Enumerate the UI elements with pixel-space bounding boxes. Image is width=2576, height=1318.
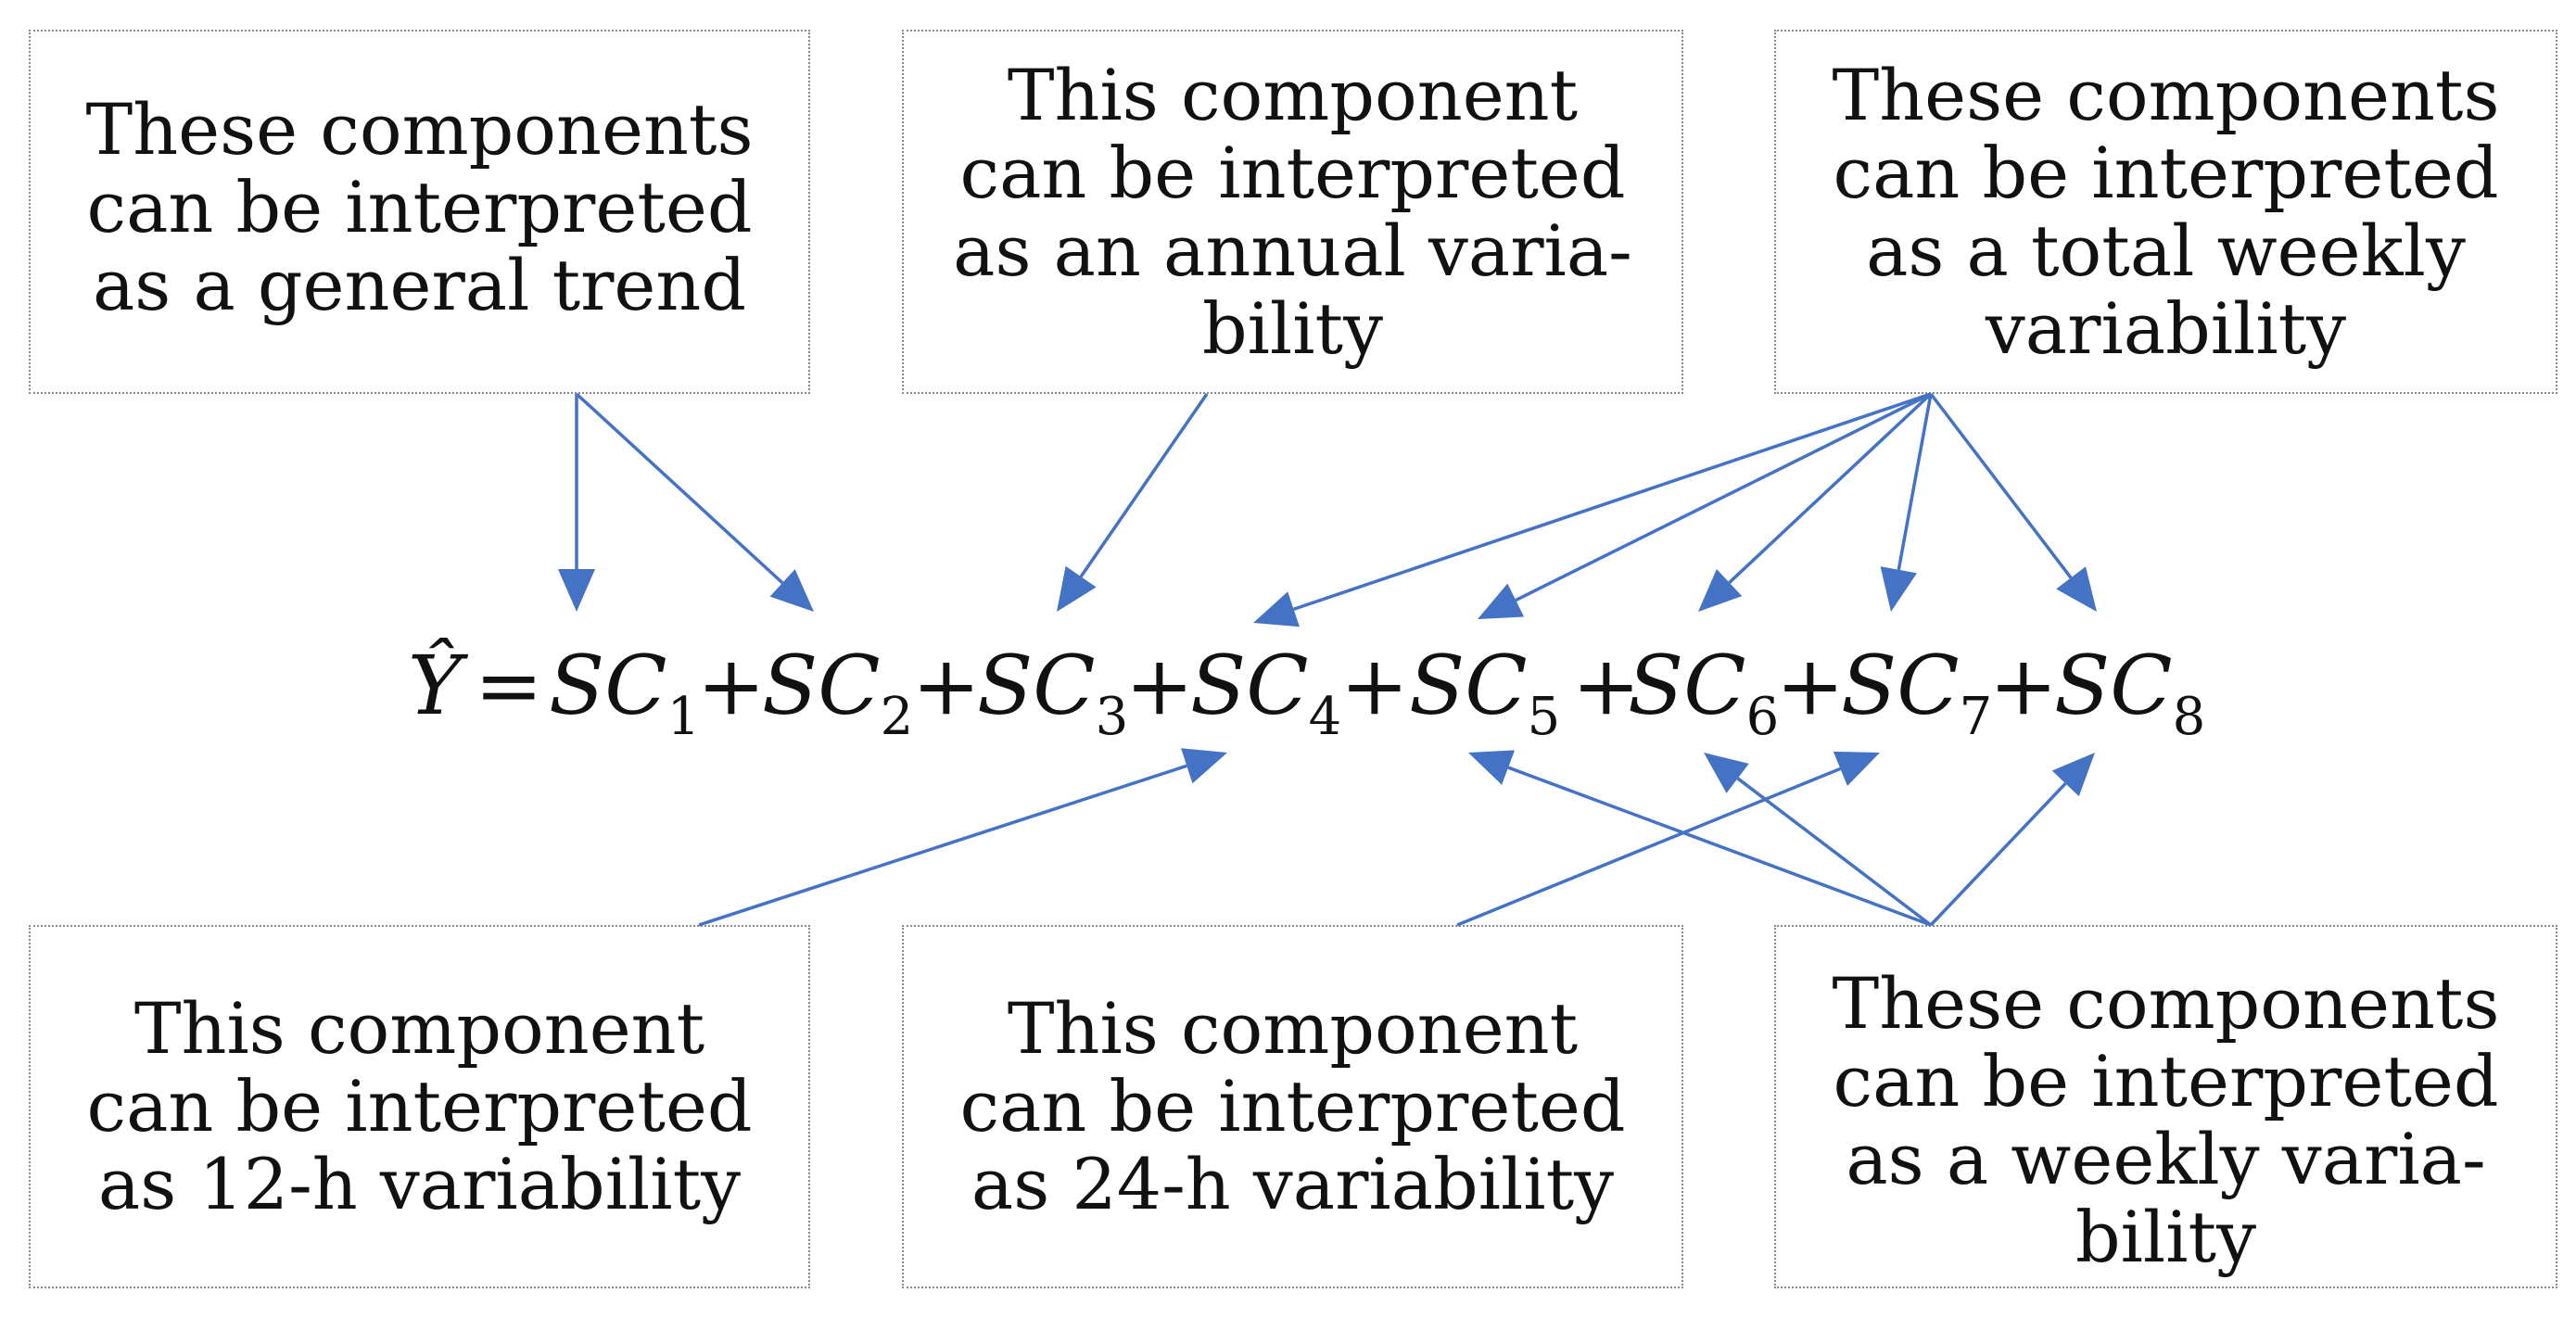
box-24h-variability: This component can be interpreted as 24-… (902, 925, 1683, 1288)
arrow-weekly-total-to-sc4-head (1253, 591, 1300, 627)
arrow-weekly-to-sc5 (1468, 750, 1932, 927)
box-annual-variability: This component can be interpreted as an … (902, 30, 1683, 394)
box-total-weekly-variability: These components can be interpreted as a… (1774, 30, 2557, 394)
arrow-weekly-to-sc8 (1929, 753, 2095, 927)
arrow-12h-to-sc4-line (698, 764, 1187, 927)
arrow-weekly-total-to-sc5-line (1515, 392, 1932, 602)
arrow-annual-to-sc3-head (1057, 565, 1097, 612)
box-12h-variability: This component can be interpreted as 12-… (29, 925, 810, 1288)
box-general-trend-text: These components can be interpreted as a… (85, 87, 754, 326)
arrow-weekly-total-to-sc8 (1929, 392, 2097, 612)
arrow-weekly-to-sc5-head (1468, 750, 1516, 785)
arrow-12h-to-sc4-head (1181, 748, 1227, 784)
term-5: SC5 (1409, 638, 1560, 747)
arrow-weekly-total-to-sc6-head (1698, 568, 1743, 612)
arrow-weekly-total-to-sc6-line (1728, 392, 1933, 584)
plus-6: + (1776, 638, 1845, 733)
arrow-weekly-to-sc5-line (1507, 766, 1932, 927)
arrow-weekly-total-to-sc5-head (1478, 583, 1525, 619)
box-weekly-variability: These components can be interpreted as a… (1774, 925, 2557, 1288)
arrow-weekly-total-to-sc8-head (2056, 566, 2097, 612)
arrow-trend-to-sc2-line (575, 392, 784, 585)
term-2: SC2 (762, 638, 913, 747)
equation-lhs: Ŷ (408, 638, 469, 733)
term-7: SC7 (1841, 638, 1992, 747)
arrow-annual-to-sc3 (1057, 393, 1209, 612)
term-4: SC4 (1190, 638, 1341, 747)
term-3: SC3 (977, 638, 1128, 747)
term-1: SC1 (549, 638, 700, 747)
arrow-weekly-total-to-sc7-head (1880, 566, 1917, 612)
plus-3: + (1125, 638, 1194, 733)
box-24h-variability-text: This component can be interpreted as 24-… (959, 987, 1626, 1225)
arrow-24h-to-sc7-head (1833, 751, 1880, 786)
term-8: SC8 (2054, 638, 2205, 747)
arrow-weekly-total-to-sc4-line (1293, 392, 1932, 611)
arrow-weekly-total-to-sc6 (1698, 392, 1933, 612)
arrow-weekly-total-to-sc5 (1478, 392, 1932, 619)
plus-5: + (1572, 638, 1641, 733)
box-general-trend: These components can be interpreted as a… (29, 30, 810, 394)
arrow-weekly-total-to-sc8-line (1929, 392, 2073, 579)
term-6: SC6 (1628, 638, 1779, 747)
arrow-weekly-total-to-sc7-line (1897, 393, 1933, 571)
arrow-weekly-total-to-sc4 (1253, 392, 1932, 627)
plus-2: + (912, 638, 981, 733)
arrow-annual-to-sc3-line (1079, 393, 1209, 578)
arrow-trend-to-sc1 (558, 394, 595, 612)
arrow-weekly-to-sc8-head (2051, 753, 2095, 797)
arrow-weekly-to-sc6-line (1736, 777, 1933, 927)
arrow-24h-to-sc7-line (1456, 767, 1842, 927)
box-weekly-variability-text: These components can be interpreted as a… (1832, 962, 2500, 1278)
arrow-trend-to-sc2-head (769, 569, 814, 612)
box-total-weekly-variability-text: These components can be interpreted as a… (1832, 53, 2500, 370)
arrow-weekly-total-to-sc7 (1880, 393, 1933, 612)
box-12h-variability-text: This component can be interpreted as 12-… (86, 987, 753, 1225)
box-annual-variability-text: This component can be interpreted as an … (953, 53, 1632, 370)
arrow-weekly-to-sc8-line (1929, 782, 2067, 927)
arrow-24h-to-sc7 (1456, 751, 1880, 927)
arrow-weekly-to-sc6-head (1704, 753, 1749, 793)
arrow-12h-to-sc4 (698, 748, 1227, 927)
plus-7: + (1989, 638, 2058, 733)
arrow-trend-to-sc2 (575, 392, 814, 612)
arrow-trend-to-sc1-head (558, 569, 595, 612)
arrow-weekly-to-sc6 (1704, 753, 1933, 927)
plus-4: + (1340, 638, 1409, 733)
equation-equals: = (475, 638, 543, 733)
plus-1: + (697, 638, 766, 733)
